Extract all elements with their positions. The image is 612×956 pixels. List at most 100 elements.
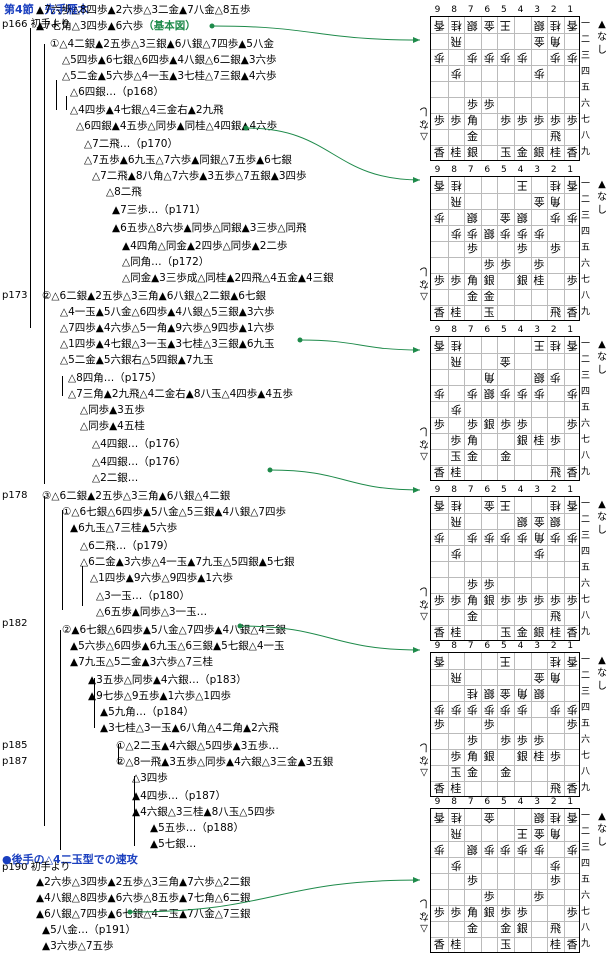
- sente-piece: 金: [466, 290, 478, 303]
- file-label: 8: [451, 485, 457, 495]
- gote-piece: 飛: [450, 671, 462, 684]
- grid-line: [431, 193, 579, 194]
- gote-piece: 銀: [533, 687, 545, 700]
- rank-label: 六: [581, 99, 591, 109]
- grid-line: [514, 497, 515, 640]
- sente-piece: 歩: [566, 274, 578, 287]
- sente-hand: ▲なし: [597, 19, 607, 56]
- grid-line: [563, 177, 565, 320]
- sente-piece: 飛: [549, 782, 561, 795]
- gote-piece: 飛: [450, 355, 462, 368]
- grid-line: [431, 385, 579, 386]
- sente-piece: 歩: [566, 114, 578, 127]
- rank-labels: 一二三四五六七八九: [580, 176, 592, 321]
- gote-piece: 桂: [549, 339, 561, 352]
- grid-line: [530, 809, 532, 952]
- sente-piece: 歩: [433, 594, 445, 607]
- rank-label: 九: [581, 627, 591, 637]
- move-line: △5二金▲5六銀右△5四銀▲7九玉: [60, 354, 214, 366]
- grid-line: [431, 577, 579, 578]
- grid-line: [497, 177, 499, 320]
- grid-line: [431, 857, 579, 858]
- rank-label: 八: [581, 923, 591, 933]
- tree-branch-line: [62, 376, 63, 396]
- gote-piece: 香: [566, 339, 578, 352]
- rank-label: 四: [581, 67, 591, 77]
- gote-piece: 香: [433, 655, 445, 668]
- gote-piece: 銀: [533, 811, 545, 824]
- sente-piece: 香: [433, 626, 445, 639]
- gote-piece: 角: [483, 371, 495, 384]
- sente-piece: 歩: [466, 242, 478, 255]
- rank-label: 一: [581, 19, 591, 29]
- grid-line: [431, 257, 579, 258]
- move-line: △4四銀…（p176）: [92, 438, 186, 450]
- sente-piece: 歩: [516, 114, 528, 127]
- grid-line: [431, 593, 579, 594]
- grid-line: [563, 497, 565, 640]
- gote-piece: 桂: [450, 339, 462, 352]
- move-line: △6四銀…（p168）: [70, 86, 164, 98]
- move-line: ▲4四歩…（p187）: [132, 790, 226, 802]
- gote-piece: 飛: [450, 827, 462, 840]
- gote-piece: 桂: [450, 499, 462, 512]
- file-label: 4: [517, 5, 524, 15]
- file-label: 9: [434, 797, 441, 807]
- move-line: ▲5九角…（p184）: [100, 706, 194, 718]
- rank-label: 五: [581, 83, 591, 93]
- sente-piece: 歩: [533, 890, 545, 903]
- sente-piece: 歩: [500, 418, 512, 431]
- grid-line: [464, 337, 466, 480]
- rank-label: 一: [581, 339, 591, 349]
- grid-line: [514, 17, 515, 160]
- grid-line: [497, 809, 499, 952]
- sente-piece: 歩: [500, 906, 512, 919]
- move-line: ▲5六歩△6四歩▲6九玉△6三銀▲5七銀△4一玉: [70, 640, 285, 652]
- grid-line: [431, 733, 579, 734]
- move-line: △1四歩▲4七銀△3一玉▲3七桂△3三銀▲6九玉: [60, 338, 275, 350]
- gote-piece: 桂: [549, 499, 561, 512]
- gote-piece: 歩: [500, 387, 512, 400]
- rank-label: 一: [581, 811, 591, 821]
- gote-piece: 飛: [450, 515, 462, 528]
- tree-branch-line: [82, 566, 83, 606]
- file-label: 6: [484, 325, 491, 335]
- sente-piece: 歩: [450, 906, 462, 919]
- sente-piece: 玉: [450, 450, 462, 463]
- file-label: 6: [484, 797, 491, 807]
- gote-hand: △なし: [419, 741, 429, 778]
- gote-piece: 金: [533, 515, 545, 528]
- rank-label: 二: [581, 515, 591, 525]
- file-label: 7: [467, 5, 474, 15]
- sente-piece: 歩: [516, 906, 528, 919]
- rank-label: 三: [581, 531, 591, 541]
- sente-piece: 歩: [450, 114, 462, 127]
- grid-line: [431, 609, 579, 610]
- grid-line: [514, 653, 515, 796]
- move-line: ▲2六歩△3四歩▲2五歩△3三角▲7六歩△2二銀: [36, 876, 251, 888]
- rank-label: 六: [581, 419, 591, 429]
- gote-piece: 歩: [500, 227, 512, 240]
- gote-piece: 歩: [566, 531, 578, 544]
- gote-piece: 歩: [483, 531, 495, 544]
- move-line: ▲9七歩△9五歩▲1六歩△1四歩: [88, 690, 232, 702]
- sente-piece: 歩: [450, 274, 462, 287]
- rank-label: 八: [581, 611, 591, 621]
- gote-hand: △なし: [419, 897, 429, 934]
- rank-label: 六: [581, 891, 591, 901]
- sente-piece: 桂: [533, 750, 545, 763]
- sente-hand: ▲なし: [597, 179, 607, 216]
- board-grid: 香桂金王桂香飛銀金銀歩歩歩歩歩角歩歩歩歩歩歩歩歩角銀歩歩歩歩歩金飛香桂玉金銀桂香: [430, 496, 580, 641]
- sente-hand: ▲なし: [597, 499, 607, 536]
- gote-piece: 銀: [533, 371, 545, 384]
- sente-piece: 歩: [433, 114, 445, 127]
- file-label: 2: [550, 797, 557, 807]
- gote-piece: 歩: [549, 531, 561, 544]
- gote-piece: 歩: [450, 67, 462, 80]
- tree-branch-line: [62, 510, 63, 610]
- sente-hand: ▲なし: [597, 339, 607, 376]
- variation-tree: 第4節 先手雁木 p166 初手より p173 p178 p182 p185 p…: [2, 3, 334, 952]
